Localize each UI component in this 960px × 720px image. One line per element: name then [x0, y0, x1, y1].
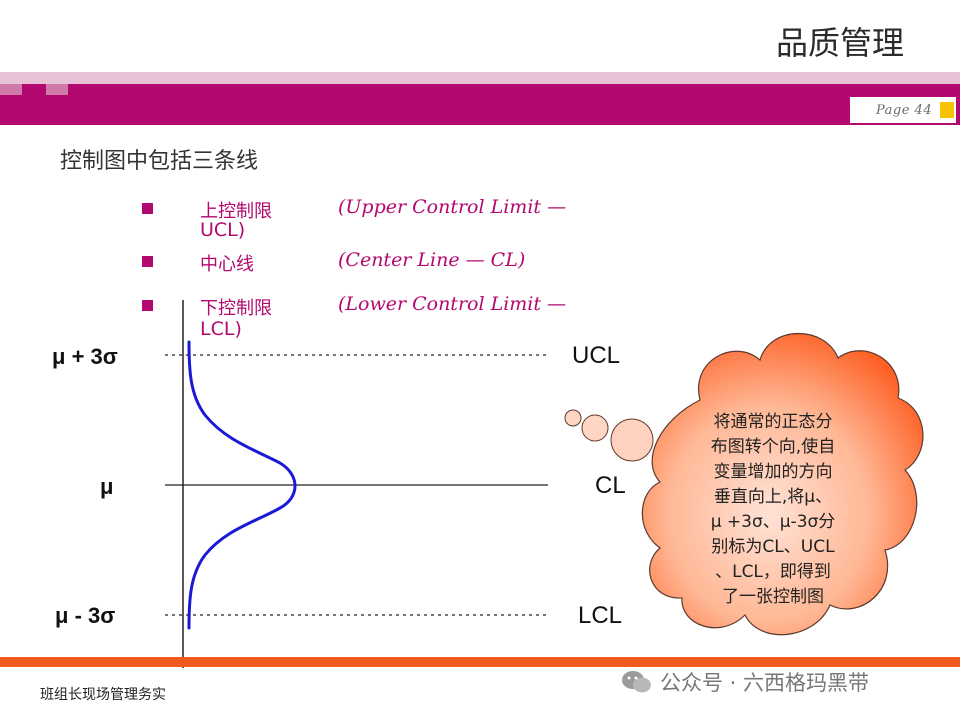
- footer-text: 班组长现场管理务实: [40, 684, 166, 704]
- cloud-text: 将通常的正态分 布图转个向,使自 变量增加的方向 垂直向上,将μ、 μ +3σ、…: [688, 410, 858, 610]
- label-mu-minus-3sigma: μ - 3σ: [55, 603, 115, 629]
- cloud-line: 变量增加的方向: [688, 460, 858, 485]
- label-cl: CL: [595, 472, 626, 500]
- cloud-line: μ +3σ、μ-3σ分: [688, 510, 858, 535]
- watermark-text: 公众号 · 六西格玛黑带: [660, 667, 869, 697]
- cloud-line: 了一张控制图: [688, 585, 858, 610]
- cloud-line: 、LCL，即得到: [688, 560, 858, 585]
- label-lcl: LCL: [578, 602, 622, 630]
- label-mu-plus-3sigma: μ + 3σ: [52, 344, 118, 370]
- cloud-line: 别标为CL、UCL: [688, 535, 858, 560]
- cloud-line: 垂直向上,将μ、: [688, 485, 858, 510]
- label-ucl: UCL: [572, 342, 620, 370]
- cloud-line: 布图转个向,使自: [688, 435, 858, 460]
- thought-cloud: [565, 410, 653, 461]
- cloud-line: 将通常的正态分: [688, 410, 858, 435]
- label-mu: μ: [100, 474, 113, 500]
- footer-bar: [0, 657, 960, 667]
- wechat-icon: [620, 668, 654, 696]
